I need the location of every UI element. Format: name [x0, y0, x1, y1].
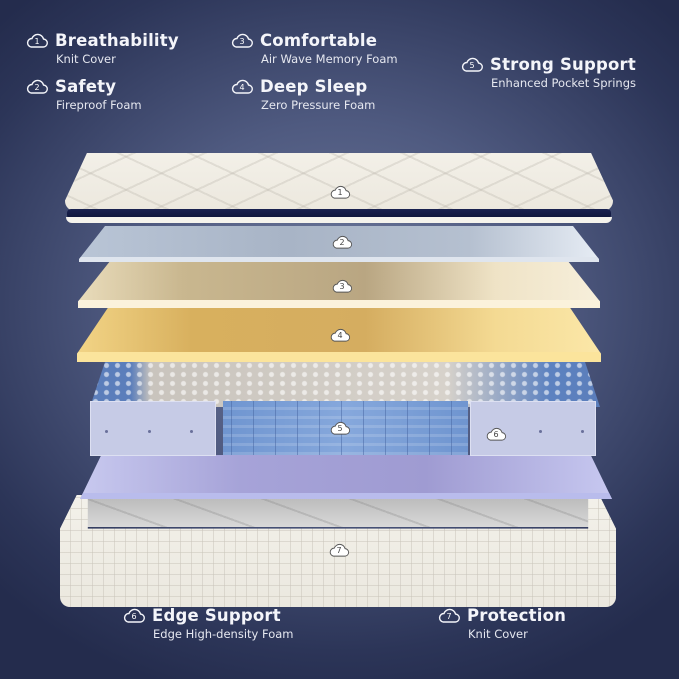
label-title: Comfortable [260, 31, 378, 50]
cloud-number-6-icon: 6 [123, 608, 145, 624]
cloud-number-5-icon: 5 [461, 57, 483, 73]
layer-badge-5-icon: 5 [329, 421, 351, 436]
knit-cover-top [65, 153, 613, 211]
cloud-number-3-icon: 3 [231, 33, 253, 49]
cloud-number-1-icon: 1 [26, 33, 48, 49]
label-title: Deep Sleep [260, 77, 368, 96]
label-edge-support: 6 Edge Support Edge High-density Foam [123, 607, 294, 641]
label-subtitle: Edge High-density Foam [153, 627, 294, 641]
label-title: Safety [55, 77, 117, 96]
layer-3-memory-foam: 3 [78, 262, 600, 308]
spring-bed-top [90, 361, 600, 407]
label-protection: 7 Protection Knit Cover [438, 607, 566, 641]
label-title: Edge Support [152, 606, 281, 625]
layer-badge-4-icon: 4 [329, 328, 351, 343]
cloud-number-4-icon: 4 [231, 79, 253, 95]
layer-6-lavender-foam [80, 455, 612, 499]
label-comfortable: 3 Comfortable Air Wave Memory Foam [231, 32, 398, 66]
layer-5-pocket-springs: 6 5 [90, 361, 600, 456]
layer-2-fireproof-foam: 2 [79, 226, 599, 262]
layer-7-base-knit-cover: 7 [60, 495, 616, 607]
label-title: Breathability [55, 31, 179, 50]
label-subtitle: Knit Cover [56, 52, 116, 66]
layer-badge-3-icon: 3 [331, 279, 353, 294]
label-subtitle: Knit Cover [468, 627, 528, 641]
edge-foam-right: 6 [470, 401, 596, 456]
layer-1-knit-cover: 1 [65, 153, 613, 223]
label-safety: 2 Safety Fireproof Foam [26, 78, 142, 112]
label-title: Strong Support [490, 55, 636, 74]
layer-badge-1-icon: 1 [329, 185, 351, 200]
label-deep-sleep: 4 Deep Sleep Zero Pressure Foam [231, 78, 375, 112]
label-subtitle: Fireproof Foam [56, 98, 142, 112]
label-subtitle: Enhanced Pocket Springs [491, 76, 637, 90]
cloud-number-2-icon: 2 [26, 79, 48, 95]
label-breathability: 1 Breathability Knit Cover [26, 32, 179, 66]
cloud-number-7-icon: 7 [438, 608, 460, 624]
layer-badge-7-icon: 7 [328, 543, 350, 558]
navy-border-band [67, 209, 611, 219]
label-title: Protection [467, 606, 567, 625]
knit-cover-bottom [66, 217, 612, 223]
label-strong-support: 5 Strong Support Enhanced Pocket Springs [461, 56, 636, 90]
layer-4-zero-pressure-foam: 4 [77, 307, 601, 362]
layer-badge-6-icon: 6 [485, 427, 507, 442]
base-quilted-surface [80, 495, 596, 527]
label-subtitle: Air Wave Memory Foam [261, 52, 398, 66]
label-subtitle: Zero Pressure Foam [261, 98, 376, 112]
edge-foam-left [90, 401, 216, 456]
layer-badge-2-icon: 2 [331, 235, 353, 250]
